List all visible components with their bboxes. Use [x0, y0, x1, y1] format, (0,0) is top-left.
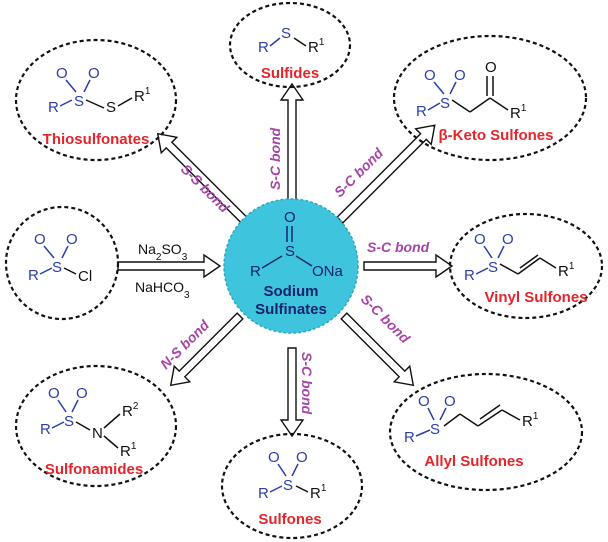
- sm-oxygen-1: O: [34, 231, 46, 248]
- allyl-sulfones-product: O O S R R1 Allyl Sulfones: [388, 372, 584, 492]
- bond-label-sulfones: S-C bond: [299, 352, 315, 415]
- keto-sulfones-product: O O S R O R1 β-Keto Sulfones: [392, 34, 588, 162]
- sulfides-sulfur: S: [281, 25, 291, 42]
- sulfones-oxygen-1: O: [268, 449, 280, 466]
- amide-oxygen-1: O: [48, 385, 60, 402]
- sm-r-group: R: [28, 267, 39, 284]
- allyl-sulfur: S: [430, 421, 440, 438]
- arrow-to-sulfones: [279, 347, 305, 438]
- sulfones-sulfur: S: [283, 477, 293, 494]
- sulfides-r1: R1: [308, 37, 325, 56]
- center-label-sodium: Sodium: [264, 283, 319, 300]
- vinyl-sulfones-label: Vinyl Sulfones: [484, 289, 587, 306]
- amide-r-group: R: [40, 421, 51, 438]
- arrow-from-sulfonyl-chloride: [117, 253, 222, 279]
- sulfides-label: Sulfides: [261, 65, 319, 82]
- keto-sulfones-ring: [392, 34, 588, 162]
- sodium-sulfinates-center: O S R ONa Sodium Sulfinates: [223, 198, 359, 334]
- center-ona: ONa: [312, 263, 344, 280]
- keto-r1: R1: [510, 103, 527, 122]
- vinyl-sulfur: S: [488, 259, 498, 276]
- sm-sulfur: S: [52, 259, 62, 276]
- thio-r-group: R: [48, 99, 59, 116]
- bond-label-sulfonamides: N-S bond: [157, 317, 213, 373]
- amide-oxygen-2: O: [76, 385, 88, 402]
- arrow-to-sulfides: [279, 82, 305, 201]
- thio-oxygen-2: O: [88, 65, 100, 82]
- bond-label-keto-sulfones: S-C bond: [331, 145, 387, 201]
- center-sulfur: S: [285, 243, 295, 260]
- reagent-sodium-sulfite: Na2SO3: [138, 241, 188, 263]
- sulfones-r-group: R: [258, 485, 269, 502]
- center-circle: [223, 198, 359, 334]
- sulfones-label: Sulfones: [258, 511, 321, 528]
- vinyl-oxygen-2: O: [502, 231, 514, 248]
- sulfides-ring: [228, 1, 352, 89]
- thio-sulfur-1: S: [74, 93, 84, 110]
- keto-r-group: R: [416, 103, 427, 120]
- arrow-to-thiosulfonates: [156, 132, 248, 224]
- sulfones-r1: R1: [310, 483, 327, 502]
- sulfides-product: R S R1 Sulfides: [228, 1, 352, 89]
- bond-label-thiosulfonates: S-S bond: [178, 161, 233, 216]
- amide-r2: R2: [122, 401, 139, 420]
- allyl-r1: R1: [522, 411, 539, 430]
- sulfides-r-group: R: [258, 39, 269, 56]
- keto-oxygen-2: O: [454, 67, 466, 84]
- vinyl-oxygen-1: O: [474, 231, 486, 248]
- sm-oxygen-2: O: [66, 231, 78, 248]
- sulfonamides-product: O O S R N R2 R1 Sulfonamides: [14, 364, 178, 488]
- arrow-to-keto-sulfones: [336, 124, 436, 224]
- allyl-oxygen-1: O: [418, 393, 430, 410]
- keto-oxygen-1: O: [424, 67, 436, 84]
- allyl-r-group: R: [404, 429, 415, 446]
- sulfonyl-chloride: O O S R Cl: [4, 205, 120, 321]
- vinyl-sulfones-ring: [448, 212, 604, 320]
- allyl-sulfones-ring: [388, 372, 584, 492]
- vinyl-r1: R1: [558, 261, 575, 280]
- reagent-sodium-bicarbonate: NaHCO3: [135, 279, 190, 301]
- amide-sulfur: S: [64, 413, 74, 430]
- amide-r1: R1: [120, 441, 137, 460]
- allyl-oxygen-2: O: [444, 393, 456, 410]
- keto-sulfones-label: β-Keto Sulfones: [439, 127, 554, 144]
- sulfonamides-label: Sulfonamides: [45, 461, 143, 478]
- arrow-to-allyl-sulfones: [340, 312, 415, 387]
- keto-sulfur: S: [440, 95, 450, 112]
- allyl-sulfones-label: Allyl Sulfones: [424, 453, 523, 470]
- vinyl-r-group: R: [464, 267, 475, 284]
- arrow-to-vinyl-sulfones: [363, 253, 454, 279]
- sulfones-ring: [220, 432, 364, 540]
- vinyl-sulfones-product: O O S R R1 Vinyl Sulfones: [448, 212, 604, 320]
- thio-oxygen-1: O: [56, 65, 68, 82]
- bond-label-vinyl-sulfones: S-C bond: [367, 239, 430, 255]
- arrow-to-sulfonamides: [169, 312, 244, 387]
- center-oxygen: O: [284, 209, 296, 226]
- thio-r1: R1: [134, 86, 151, 105]
- thiosulfonates-product: O O S R S R1 Thiosulfonates: [14, 38, 178, 162]
- sulfonamides-ring: [14, 364, 178, 488]
- bond-label-sulfides: S-C bond: [267, 127, 283, 190]
- thio-sulfur-2: S: [106, 99, 116, 116]
- sulfonyl-chloride-ring: [4, 205, 120, 321]
- amide-nitrogen: N: [92, 425, 103, 442]
- keto-carbonyl-oxygen: O: [485, 59, 497, 76]
- thiosulfonates-ring: [14, 38, 178, 162]
- sulfones-product: O O S R R1 Sulfones: [220, 432, 364, 540]
- center-r-group: R: [250, 263, 261, 280]
- center-label-sulfinates: Sulfinates: [255, 301, 327, 318]
- sulfones-oxygen-2: O: [296, 449, 308, 466]
- sm-chlorine: Cl: [78, 268, 92, 285]
- thiosulfonates-label: Thiosulfonates: [43, 131, 150, 148]
